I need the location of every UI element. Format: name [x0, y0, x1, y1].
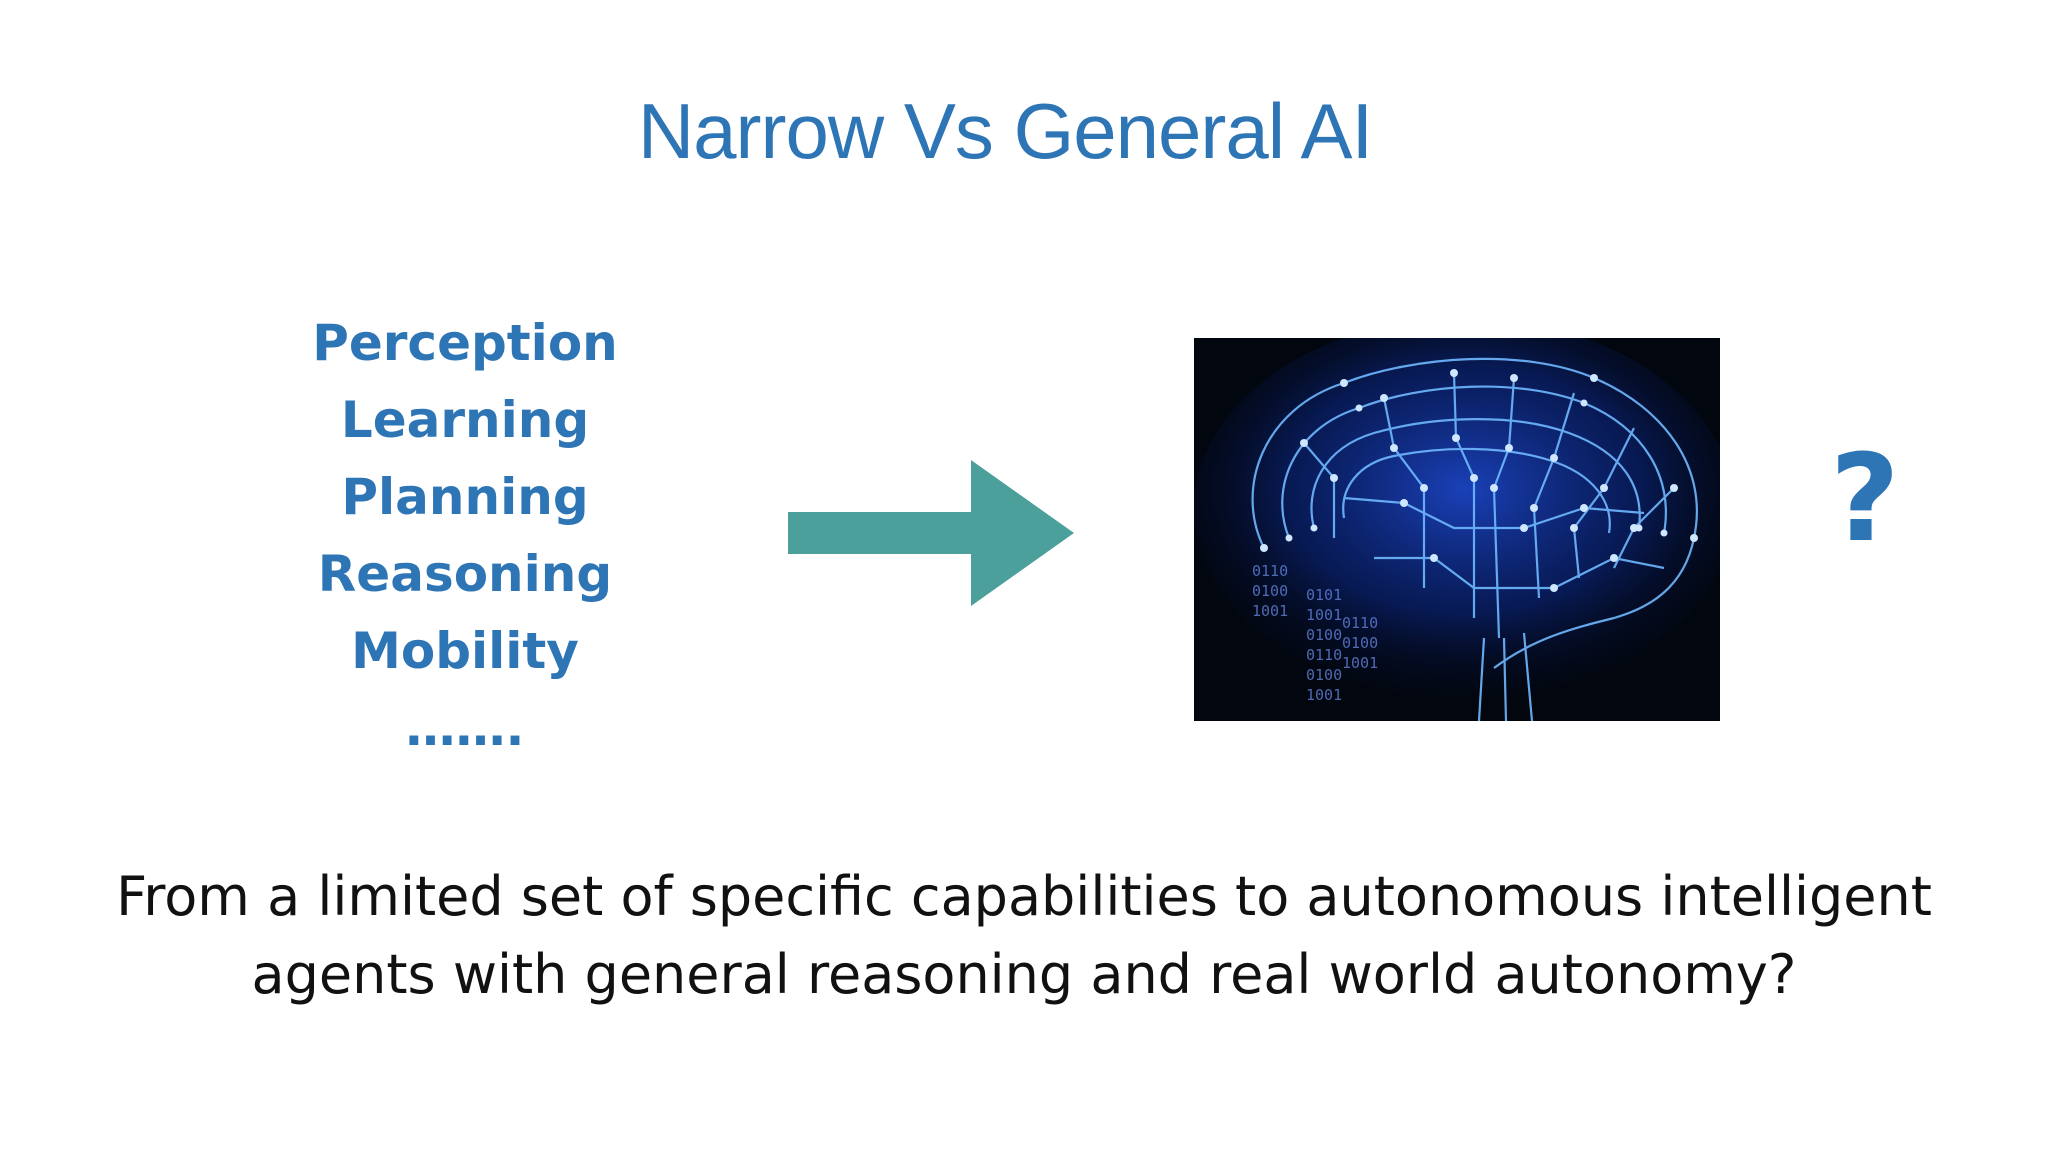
slide-statement: From a limited set of specific capabilit… [0, 858, 2048, 1014]
binary-text: 0100 [1306, 666, 1342, 684]
binary-text: 1001 [1342, 654, 1378, 672]
statement-line: agents with general reasoning and real w… [251, 943, 1797, 1006]
circuit-brain-image: 0110 0100 1001 0101 1001 0100 0110 0100 … [1194, 338, 1720, 721]
capability-item: Learning [340, 391, 590, 449]
binary-text: 1001 [1306, 686, 1342, 704]
capability-ellipsis: ……. [405, 699, 525, 757]
capability-item: Planning [341, 468, 589, 526]
binary-text: 0100 [1306, 626, 1342, 644]
binary-text: 1001 [1252, 602, 1288, 620]
capability-item: Mobility [351, 622, 579, 680]
binary-text: 0100 [1342, 634, 1378, 652]
capability-item: Perception [312, 314, 618, 372]
statement-line: From a limited set of specific capabilit… [116, 865, 1932, 928]
binary-text: 0110 [1252, 562, 1288, 580]
binary-text: 0100 [1252, 582, 1288, 600]
circuit-brain-graphic: 0110 0100 1001 0101 1001 0100 0110 0100 … [1194, 338, 1720, 721]
binary-text: 0110 [1306, 646, 1342, 664]
right-arrow-icon [788, 460, 1074, 606]
slide-title: Narrow Vs General AI [637, 87, 1373, 175]
question-mark: ? [1830, 430, 1900, 569]
arrow-shape [788, 460, 1074, 606]
binary-text: 1001 [1306, 606, 1342, 624]
capabilities-list: Perception Learning Planning Reasoning M… [300, 305, 630, 767]
binary-text: 0101 [1306, 586, 1342, 604]
binary-text: 0110 [1342, 614, 1378, 632]
capability-item: Reasoning [317, 545, 613, 603]
